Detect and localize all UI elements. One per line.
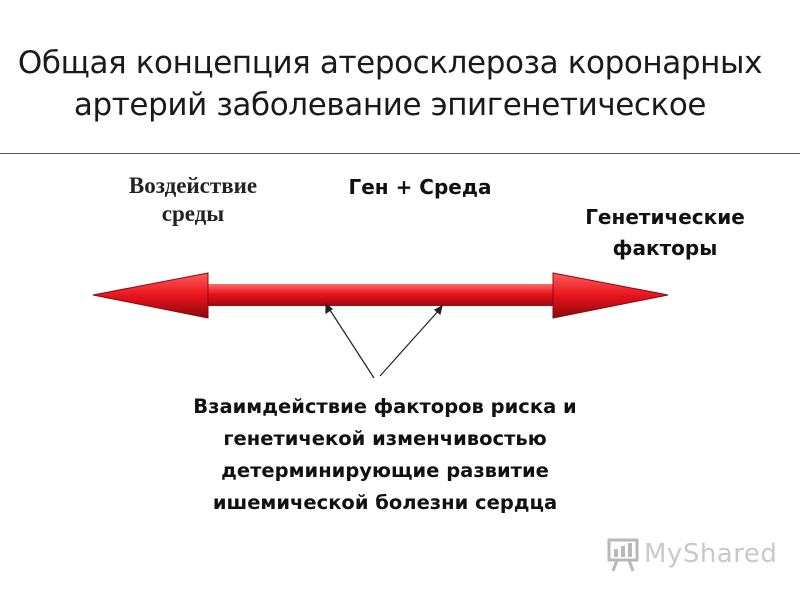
watermark-text: MyShared: [644, 539, 778, 569]
arrow-head-right: [552, 272, 669, 319]
genetic-factors-label-line-2: факторы: [612, 236, 718, 260]
interaction-line-1: Взаимдействие факторов риска и: [193, 395, 577, 418]
genetic-factors-label-line-1: Генетические: [585, 205, 745, 229]
slide-title: Общая концепция атеросклероза коронарных…: [0, 42, 780, 126]
watermark: MyShared: [606, 537, 778, 577]
interaction-line-4: ишемической болезни сердца: [212, 491, 558, 514]
environment-label-line-1: Воздействие: [128, 173, 258, 198]
pointer-arrowhead-left: [325, 302, 334, 315]
pointer-line-left: [327, 306, 375, 379]
arrow-shaft: [200, 284, 560, 306]
presentation-board-icon: [607, 538, 639, 572]
interaction-line-3: детерминирующие развитие: [221, 459, 549, 482]
genetic-factors-label: Генетические факторы: [575, 202, 755, 264]
slide-title-line-2: артерий заболевание эпигенетическое: [73, 87, 707, 123]
interaction-line-2: генетичекой изменчивостью: [223, 427, 547, 450]
pointer-arrowhead-right: [433, 304, 443, 316]
gene-environment-label: Ген + Среда: [348, 175, 492, 199]
double-headed-arrow: [92, 272, 669, 319]
arrow-head-left: [92, 272, 209, 319]
pointer-line-right: [379, 308, 441, 377]
slide-title-line-1: Общая концепция атеросклероза коронарных: [17, 45, 763, 81]
environment-label-line-2: среды: [161, 201, 225, 226]
pointer-lines: [325, 302, 443, 379]
interaction-description: Взаимдействие факторов риска и генетичек…: [170, 391, 600, 519]
title-divider: [0, 153, 800, 154]
environment-label: Воздействие среды: [108, 172, 278, 228]
